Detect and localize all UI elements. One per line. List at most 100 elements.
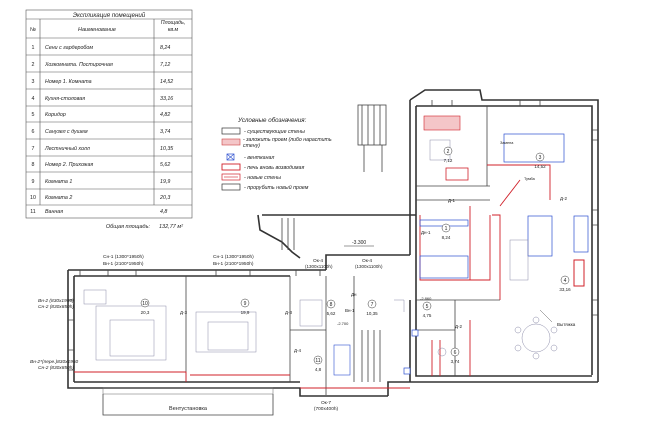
svg-text:Лестничный холл: Лестничный холл (44, 145, 90, 152)
legend-item: - печь вновь возводимая (244, 165, 304, 171)
ventilation-label: Вентустановка (169, 406, 208, 412)
stove-block (445, 167, 469, 181)
table-row: 6 Санузел с душем 3,74 (32, 129, 171, 135)
svg-text:Санузел с душем: Санузел с душем (45, 129, 88, 135)
stair-detail (357, 104, 387, 172)
table-row: 5 Коридор 4,82 (32, 112, 171, 118)
svg-text:6: 6 (32, 129, 35, 135)
vent-icon (403, 367, 411, 375)
svg-text:-2.860: -2.860 (420, 296, 432, 301)
svg-text:Д-1: Д-1 (448, 198, 456, 203)
room-area: 7,12 (444, 158, 453, 163)
svg-text:Комната 2: Комната 2 (45, 195, 72, 201)
total-label: Общая площадь: (106, 224, 151, 230)
stove-block (573, 259, 585, 287)
svg-text:19,9: 19,9 (160, 179, 170, 185)
furniture (83, 139, 558, 361)
plan-walls (67, 89, 599, 416)
svg-text:Сн-1 (1300*1950h): Сн-1 (1300*1950h) (213, 254, 254, 260)
svg-text:Сн-1 (1300*1950h): Сн-1 (1300*1950h) (103, 254, 144, 260)
room-area: 10,35 (366, 311, 378, 316)
svg-text:9: 9 (32, 179, 35, 185)
room-number: 8 (330, 302, 333, 308)
svg-text:11: 11 (30, 209, 36, 215)
svg-text:1: 1 (32, 45, 35, 51)
legend-title: Условные обозначения: (237, 117, 307, 124)
col-area-header: Площадь, кв.м (160, 20, 186, 33)
room-area: 14,52 (534, 164, 546, 169)
svg-text:10,35: 10,35 (160, 146, 173, 152)
table-row: 11 Ванная 4,8 (30, 209, 167, 215)
svg-text:4,82: 4,82 (160, 112, 170, 118)
room-area: 20,3 (141, 310, 150, 315)
svg-text:3,74: 3,74 (160, 129, 170, 135)
svg-text:20,3: 20,3 (159, 195, 170, 201)
col-name-header: Наименование (78, 27, 116, 33)
svg-text:Д-2: Д-2 (455, 324, 463, 329)
legend-item: - прорубить новый проем (244, 184, 309, 191)
room-area: 8,24 (442, 235, 451, 240)
svg-text:Сени с гардеробом: Сени с гардеробом (45, 45, 93, 51)
table-row: 4 Кухня-столовая 33,16 (32, 96, 174, 102)
svg-text:4,8: 4,8 (160, 209, 167, 215)
room-number: 7 (371, 302, 374, 308)
svg-text:10: 10 (30, 195, 36, 201)
table-row: 9 Комната 1 19,9 (32, 179, 171, 185)
svg-text:Сн-2 (830х850h): Сн-2 (830х850h) (38, 365, 74, 371)
svg-text:Номер 2. Прихожая: Номер 2. Прихожая (45, 162, 93, 168)
svg-text:(700х400h): (700х400h) (314, 406, 339, 412)
sofa-outline (527, 215, 553, 257)
svg-text:5: 5 (32, 112, 35, 118)
svg-text:14,52: 14,52 (160, 79, 173, 85)
total-value: 132,77 м² (159, 224, 183, 230)
washer-area (423, 115, 461, 131)
annotations: Сн-1 (1300*1950h) Вн-1 (2100*1950h) Сн-1… (30, 141, 576, 412)
table-row: 8 Номер 2. Прихожая 5,62 (32, 162, 171, 168)
svg-text:Тумба: Тумба (524, 177, 536, 181)
room-area: 4,8 (315, 367, 322, 372)
svg-text:Вн-1 (2100*1950h): Вн-1 (2100*1950h) (103, 261, 144, 267)
svg-text:Вн-2 (830х1950): Вн-2 (830х1950) (38, 298, 74, 304)
svg-text:Вн-1 (2100*1950h): Вн-1 (2100*1950h) (213, 261, 254, 267)
legend-item: - заложить проем (либо нарастить стену) (243, 137, 332, 149)
table-row: 1 Сени с гардеробом 8,24 (32, 45, 171, 51)
svg-text:Замена: Замена (500, 141, 514, 145)
col-area-header-wrap: Площадь, кв.м (160, 20, 186, 33)
svg-text:Ванная: Ванная (45, 209, 63, 215)
table-row: 2 Хозкомната. Постирочная 7,12 (32, 62, 171, 68)
room-number: 2 (447, 149, 450, 155)
room-area: 3,74 (451, 359, 460, 364)
room-labels: 2 7,12 3 14,52 1 8,24 4 33,16 5 4,75 6 3… (141, 146, 571, 372)
legend-swatch-opening (221, 183, 241, 191)
legend-swatch-filled (221, 138, 241, 146)
svg-text:Д-3: Д-3 (180, 310, 188, 315)
svg-text:Д-4: Д-4 (294, 348, 302, 353)
svg-text:8: 8 (32, 162, 35, 168)
svg-text:Д-2: Д-2 (560, 196, 568, 201)
legend-swatch-new (221, 173, 241, 181)
cabinet-outline (573, 215, 589, 253)
svg-text:Хозкомната. Постирочная: Хозкомната. Постирочная (44, 62, 113, 68)
room-number: 4 (564, 278, 567, 284)
level-mark: -3.300 (352, 240, 366, 246)
legend-item: - новые стены (244, 175, 281, 181)
stove-icon (221, 163, 241, 171)
room-number: 10 (142, 301, 148, 307)
room-number: 5 (426, 304, 429, 310)
bed-outline (503, 133, 565, 163)
dining-table (521, 323, 551, 353)
svg-text:8,24: 8,24 (160, 45, 170, 51)
room-number: 6 (454, 350, 457, 356)
room-area: 5,62 (327, 311, 336, 316)
toilet (437, 347, 447, 357)
new-walls (74, 115, 585, 389)
wardrobe-outline (419, 255, 469, 279)
table-row: 10 Комната 2 20,3 (30, 195, 170, 201)
vent-icon (411, 329, 419, 337)
svg-text:Вн-2*(пере.)830х1950: Вн-2*(пере.)830х1950 (30, 359, 79, 365)
legend: Условные обозначения: - существующие сте… (221, 117, 332, 191)
room-number: 9 (244, 301, 247, 307)
svg-text:3: 3 (32, 79, 35, 85)
svg-text:Кухня-столовая: Кухня-столовая (45, 96, 85, 102)
svg-text:7: 7 (32, 146, 35, 152)
